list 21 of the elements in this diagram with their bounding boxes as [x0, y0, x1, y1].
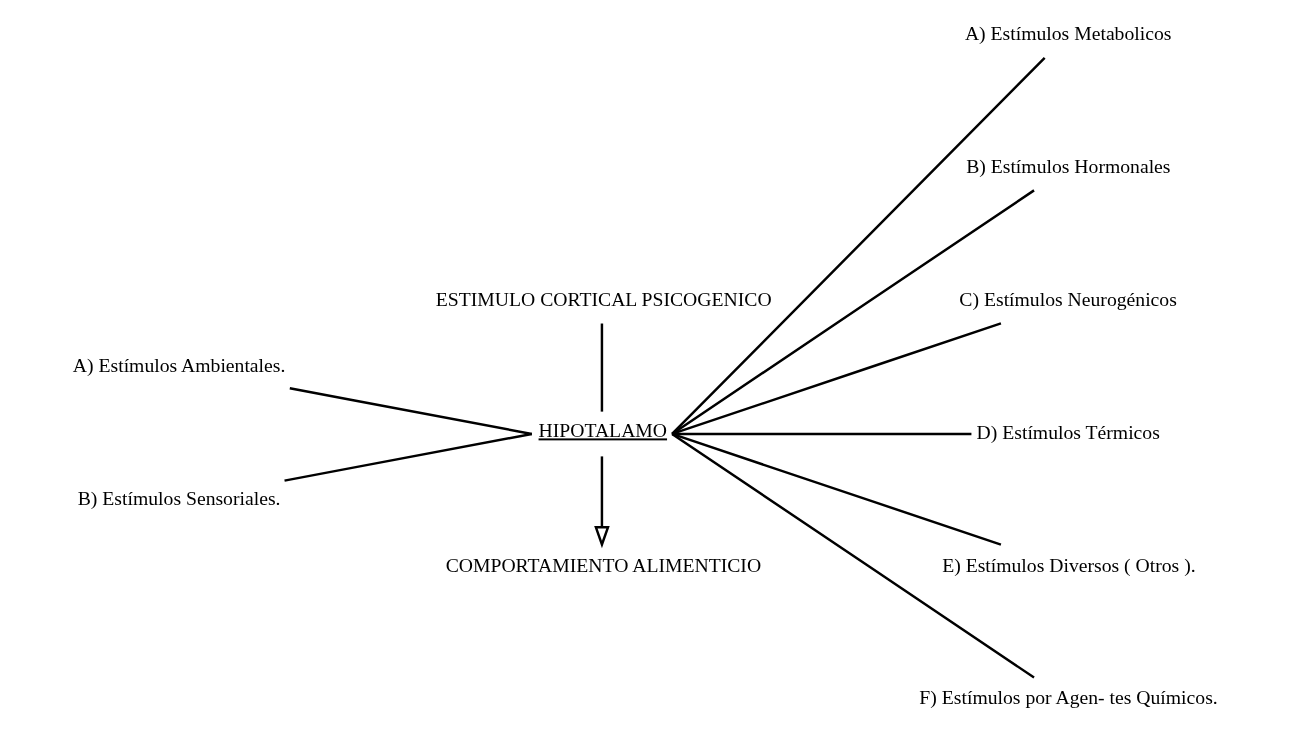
connector	[671, 189, 1035, 435]
node-text: C) Estímulos Neurogénicos	[959, 287, 1177, 310]
connector	[671, 432, 1035, 679]
node-text: A) Estímulos Metabolicos	[964, 21, 1172, 44]
node-text: ESTIMULO CORTICAL PSICOGENICO	[435, 287, 772, 310]
connector	[672, 432, 972, 436]
arrow	[594, 456, 610, 549]
connector	[600, 323, 604, 412]
node-text: D) Estímulos Térmicos	[976, 420, 1160, 443]
node-text: E) Estímulos Diversos ( Otros ).	[942, 553, 1196, 576]
node-text: B) Estímulos Sensoriales.	[77, 487, 281, 510]
connector	[671, 322, 1002, 436]
connector	[284, 432, 533, 482]
node-text: COMPORTAMIENTO ALIMENTICIO	[445, 553, 762, 576]
connector	[289, 387, 533, 436]
connector	[671, 57, 1046, 435]
node-text: F) Estímulos por Agen- tes Químicos.	[919, 686, 1218, 709]
node-text: B) Estímulos Hormonales	[966, 154, 1171, 177]
node-text: A) Estímulos Ambientales.	[72, 354, 286, 377]
node-text: HIPOTALAMO	[538, 419, 668, 442]
connector	[671, 432, 1002, 546]
